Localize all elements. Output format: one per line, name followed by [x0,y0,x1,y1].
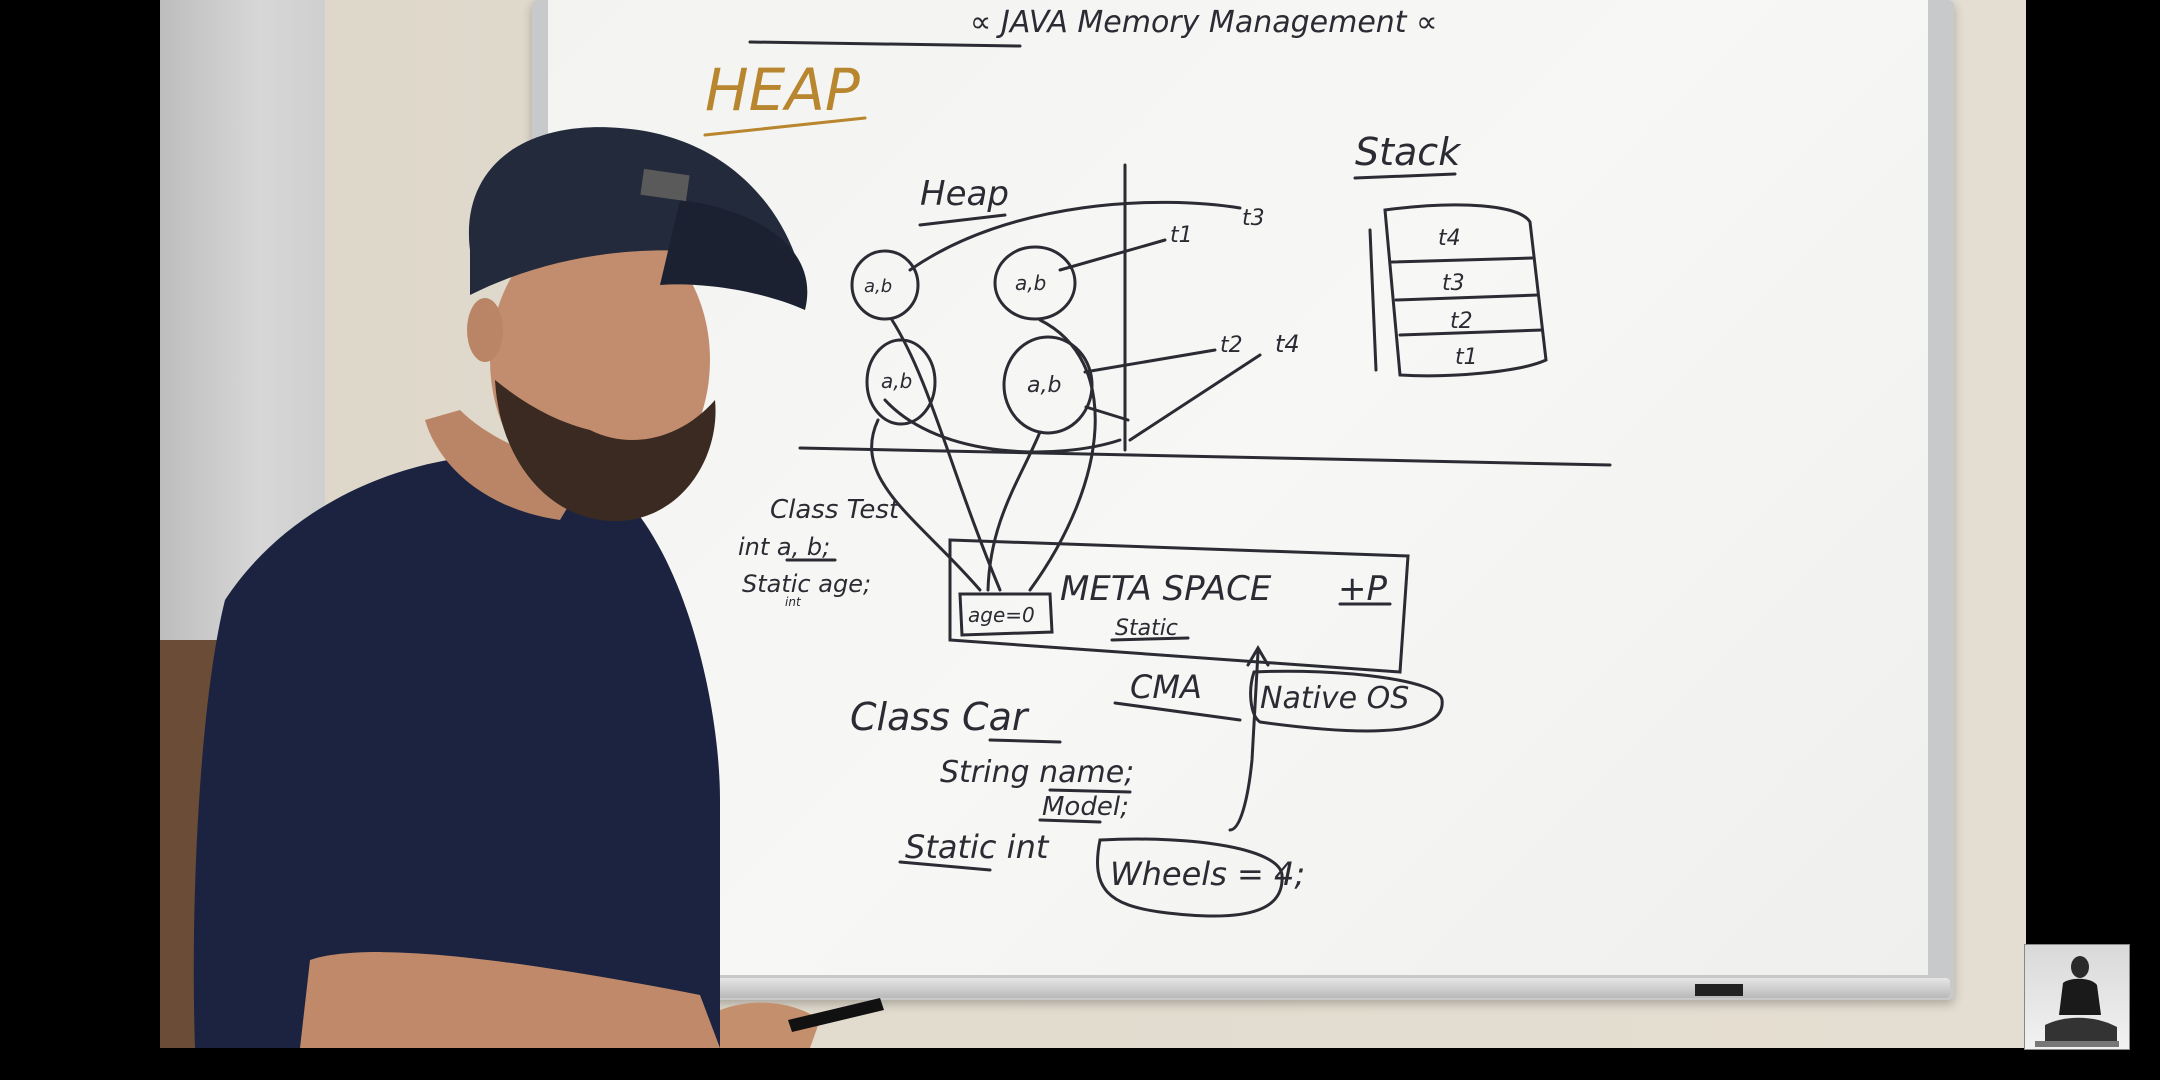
class-car-line-1: Class Car [850,695,1030,739]
metaspace-static: Static [1115,616,1178,641]
stack-frame-t3: t3 [1442,271,1465,296]
heap-object-4: a,b [1027,373,1061,398]
whiteboard-tray [550,978,1950,998]
presenter-hand [720,1002,820,1048]
whiteboard-drawing: ∝ JAVA Memory Management ∝ HEAP Heap Sta… [703,5,1612,918]
marker [788,998,884,1032]
presenter-cap-brim [660,200,808,310]
class-test-subscript: int [785,595,802,609]
presenter-thumbnail-icon [2024,944,2130,1050]
presenter-arm [300,952,720,1048]
class-car-line-3: Model; [1042,792,1129,822]
class-test-line-3: Static age; [742,570,871,598]
class-test-line-1: Class Test [770,495,900,525]
metaspace-suffix: +P [1338,569,1387,609]
class-test-line-2: int a, b; [738,533,830,561]
cap-badge-icon [640,168,690,202]
thread-label-t3: t3 [1242,206,1265,231]
thread-label-t2: t2 [1220,333,1243,358]
presenter [193,127,884,1048]
stack-frame-t2: t2 [1450,309,1473,334]
presenter-beard [495,380,716,522]
metaspace-label: META SPACE [1060,569,1272,609]
thread-label-t1: t1 [1170,223,1193,248]
stack-frame-t1: t1 [1455,345,1478,370]
thread-label-t4: t4 [1275,330,1300,358]
heap-object-1: a,b [864,276,892,297]
video-frame: ∝ JAVA Memory Management ∝ HEAP Heap Sta… [160,0,2026,1048]
metaspace-cell: age=0 [968,603,1035,627]
board-title: ∝ JAVA Memory Management ∝ [970,5,1438,40]
heap-object-2: a,b [1015,271,1046,295]
presenter-shirt [193,455,720,1048]
class-car-line-2: String name; [940,755,1134,790]
heap-object-3: a,b [881,369,912,393]
heap-label: Heap [920,174,1009,214]
stack-frame-t4: t4 [1438,226,1461,251]
stack-label: Stack [1355,130,1462,174]
heap-heading: HEAP [705,56,860,124]
whiteboard [548,0,1928,975]
cma-label: CMA [1130,668,1202,706]
class-car-line-4: Static int [905,828,1050,866]
class-car-line-5: Wheels = 4; [1110,855,1305,893]
presenter-ear [467,298,503,362]
native-os-label: Native OS [1260,681,1409,716]
whiteboard-logo [1695,984,1743,996]
